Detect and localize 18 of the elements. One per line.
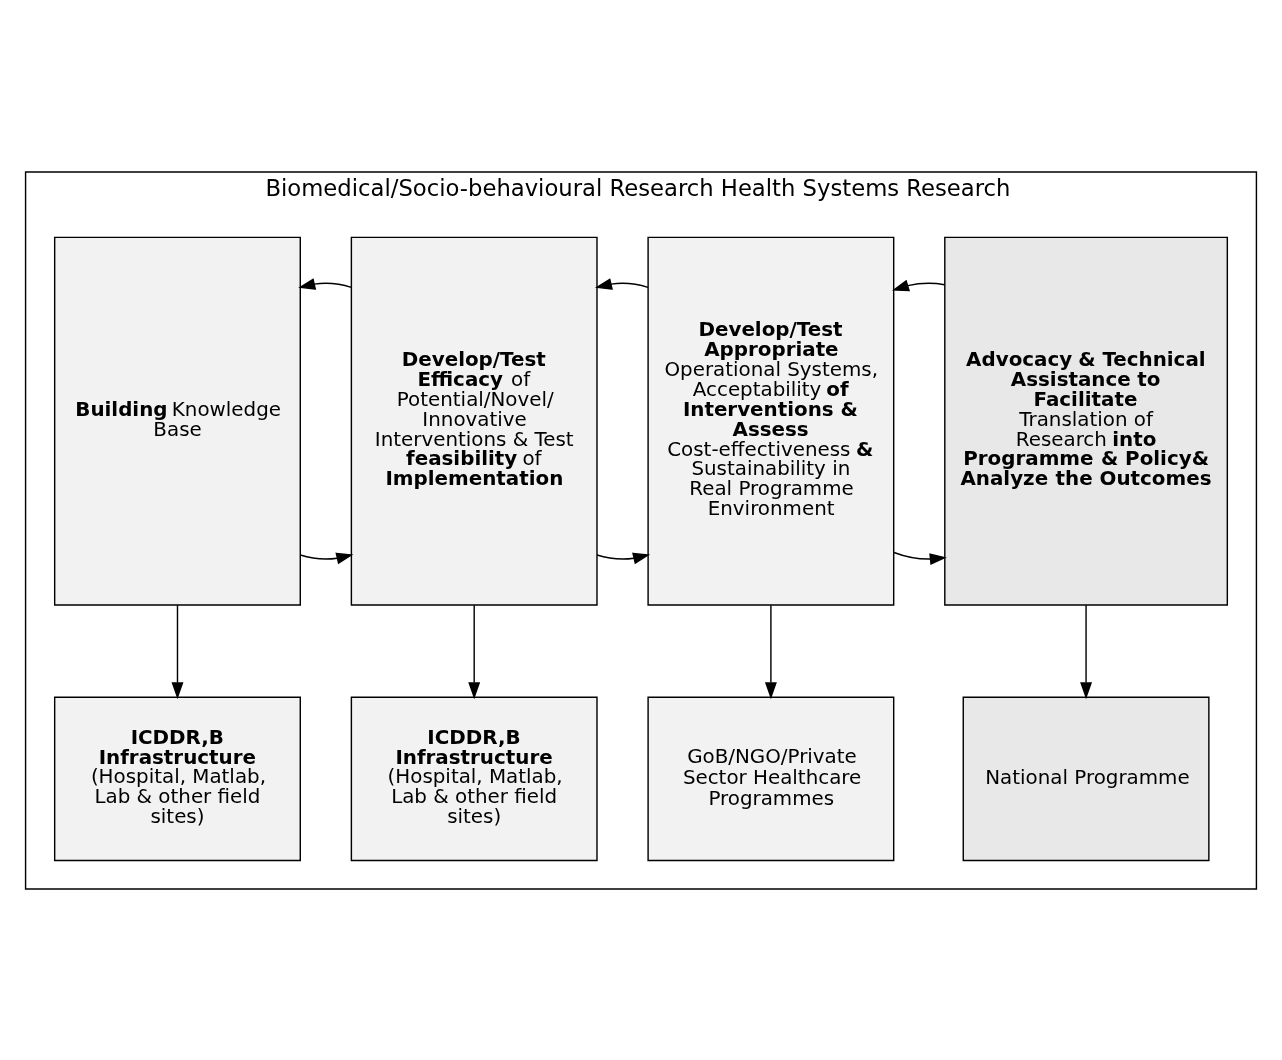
node-box: Building Knowledge Base bbox=[53, 236, 301, 606]
arrow bbox=[298, 277, 352, 290]
node-box: Develop/Test Appropriate Operational Systems, Acceptability of Interventions & Assess Cost-effectiveness & Sustainability in Real Programme Environment bbox=[647, 236, 895, 606]
node-box: ICDDR,B Infrastructure (Hospital, Matlab, Lab & other field sites) bbox=[53, 696, 301, 861]
arrow bbox=[1080, 604, 1093, 699]
node-box: Advocacy & Technical Assistance to Facilitate Translation of Research into Programme & Policy& Analyze the Outcomes bbox=[944, 236, 1229, 606]
arrow bbox=[171, 604, 184, 699]
arrow bbox=[891, 279, 946, 291]
node-box: National Programme bbox=[962, 696, 1210, 861]
arrow bbox=[299, 552, 354, 564]
node-box: ICDDR,B Infrastructure (Hospital, Matlab, Lab & other field sites) bbox=[350, 696, 598, 861]
arrow bbox=[764, 604, 777, 699]
node-box: Develop/Test Efficacy of Potential/Novel/ Innovative Interventions & Test feasibility of Implementation bbox=[350, 236, 598, 606]
arrow bbox=[596, 552, 651, 564]
node-box: GoB/NGO/Private Sector Healthcare Programmes bbox=[647, 696, 895, 861]
arrow bbox=[468, 604, 481, 699]
arrow bbox=[893, 551, 947, 565]
arrow bbox=[594, 277, 649, 290]
